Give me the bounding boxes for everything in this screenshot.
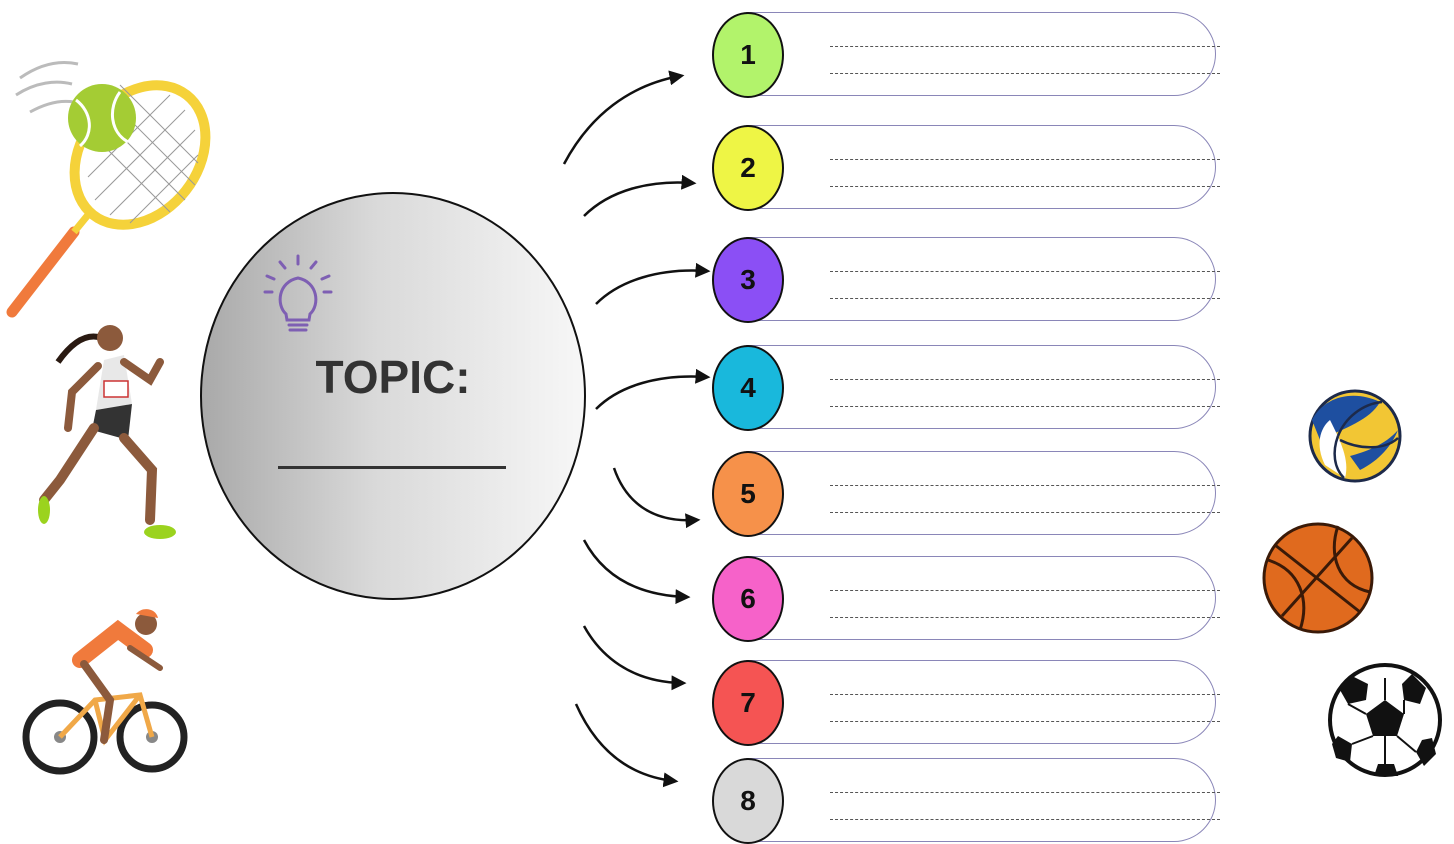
answer-pill[interactable] (746, 451, 1220, 535)
topic-circle (200, 192, 586, 600)
arrow-3 (595, 262, 711, 305)
answer-pill[interactable] (746, 556, 1220, 640)
number-badge: 7 (712, 660, 784, 746)
list-item: 3 (712, 237, 1220, 323)
topic-answer-line[interactable] (278, 466, 506, 469)
answer-line[interactable] (830, 406, 1220, 407)
answer-pill[interactable] (746, 660, 1220, 744)
answer-line[interactable] (830, 379, 1220, 380)
arrow-2 (583, 174, 697, 217)
basketball-icon (1262, 522, 1374, 634)
answer-line[interactable] (830, 271, 1220, 272)
arrow-1 (562, 70, 685, 165)
answer-line[interactable] (830, 186, 1220, 187)
runner-icon (38, 325, 176, 539)
volleyball-icon (1308, 389, 1402, 483)
list-item: 8 (712, 758, 1220, 844)
answer-line[interactable] (830, 721, 1220, 722)
arrow-6 (582, 539, 691, 605)
answer-pill[interactable] (746, 345, 1220, 429)
list-item: 4 (712, 345, 1220, 431)
answer-line[interactable] (830, 694, 1220, 695)
arrow-5 (612, 467, 701, 529)
answer-line[interactable] (830, 46, 1220, 47)
number-badge: 1 (712, 12, 784, 98)
answer-line[interactable] (830, 73, 1220, 74)
answer-pill[interactable] (746, 237, 1220, 321)
answer-line[interactable] (830, 617, 1220, 618)
answer-line[interactable] (830, 485, 1220, 486)
list-item: 7 (712, 660, 1220, 746)
tennis-racket-icon (6, 61, 211, 318)
list-item: 2 (712, 125, 1220, 211)
number-badge: 3 (712, 237, 784, 323)
answer-line[interactable] (830, 159, 1220, 160)
list-item: 6 (712, 556, 1220, 642)
arrow-4 (595, 368, 711, 410)
list-item: 5 (712, 451, 1220, 537)
answer-pill[interactable] (746, 758, 1220, 842)
answer-line[interactable] (830, 819, 1220, 820)
arrow-7 (582, 625, 687, 691)
answer-pill[interactable] (746, 125, 1220, 209)
cyclist-icon (22, 609, 188, 775)
topic-label: TOPIC: (315, 351, 471, 403)
answer-line[interactable] (830, 512, 1220, 513)
answer-line[interactable] (830, 792, 1220, 793)
list-item: 1 (712, 12, 1220, 98)
arrow-8 (574, 703, 679, 788)
soccer-ball-icon (1328, 663, 1442, 777)
number-badge: 2 (712, 125, 784, 211)
number-badge: 6 (712, 556, 784, 642)
answer-line[interactable] (830, 298, 1220, 299)
number-badge: 4 (712, 345, 784, 431)
answer-line[interactable] (830, 590, 1220, 591)
number-badge: 5 (712, 451, 784, 537)
answer-pill[interactable] (746, 12, 1220, 96)
